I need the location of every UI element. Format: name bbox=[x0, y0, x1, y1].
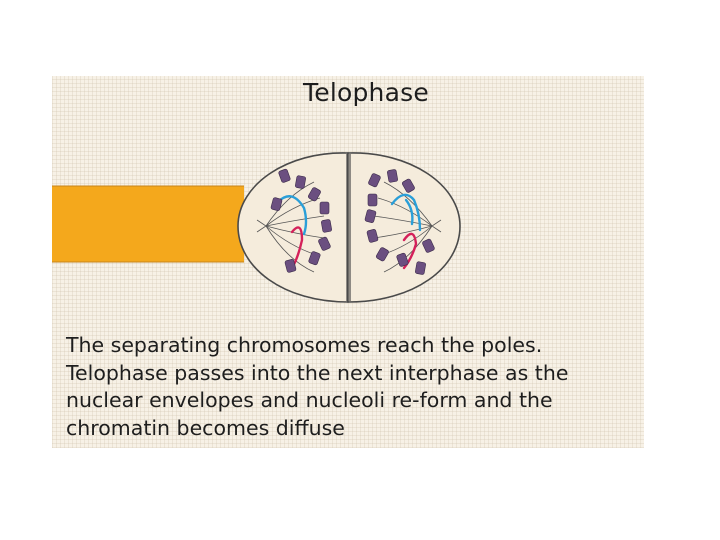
right-spindle-fibers bbox=[373, 181, 442, 273]
left-daughter-cell bbox=[237, 152, 349, 303]
description-text: The separating chromosomes reach the pol… bbox=[66, 332, 646, 442]
caption-line: chromatin becomes diffuse bbox=[66, 415, 345, 440]
telophase-illustration bbox=[52, 152, 461, 303]
caption-line: The separating chromosomes reach the pol… bbox=[66, 333, 543, 357]
caption-line: nuclear envelopes and nucleoli re-form a… bbox=[66, 388, 553, 412]
right-chromatin-threads bbox=[390, 193, 422, 270]
diagram-title: Telophase bbox=[303, 78, 429, 107]
dividing-cell bbox=[237, 152, 461, 303]
right-daughter-cell bbox=[347, 152, 461, 303]
left-chromosomes bbox=[270, 168, 332, 273]
right-chromosomes bbox=[364, 169, 435, 275]
left-chromatin-threads bbox=[276, 195, 308, 270]
caption-line: Telophase passes into the next interphas… bbox=[66, 360, 569, 385]
timeline-bar bbox=[52, 186, 244, 262]
